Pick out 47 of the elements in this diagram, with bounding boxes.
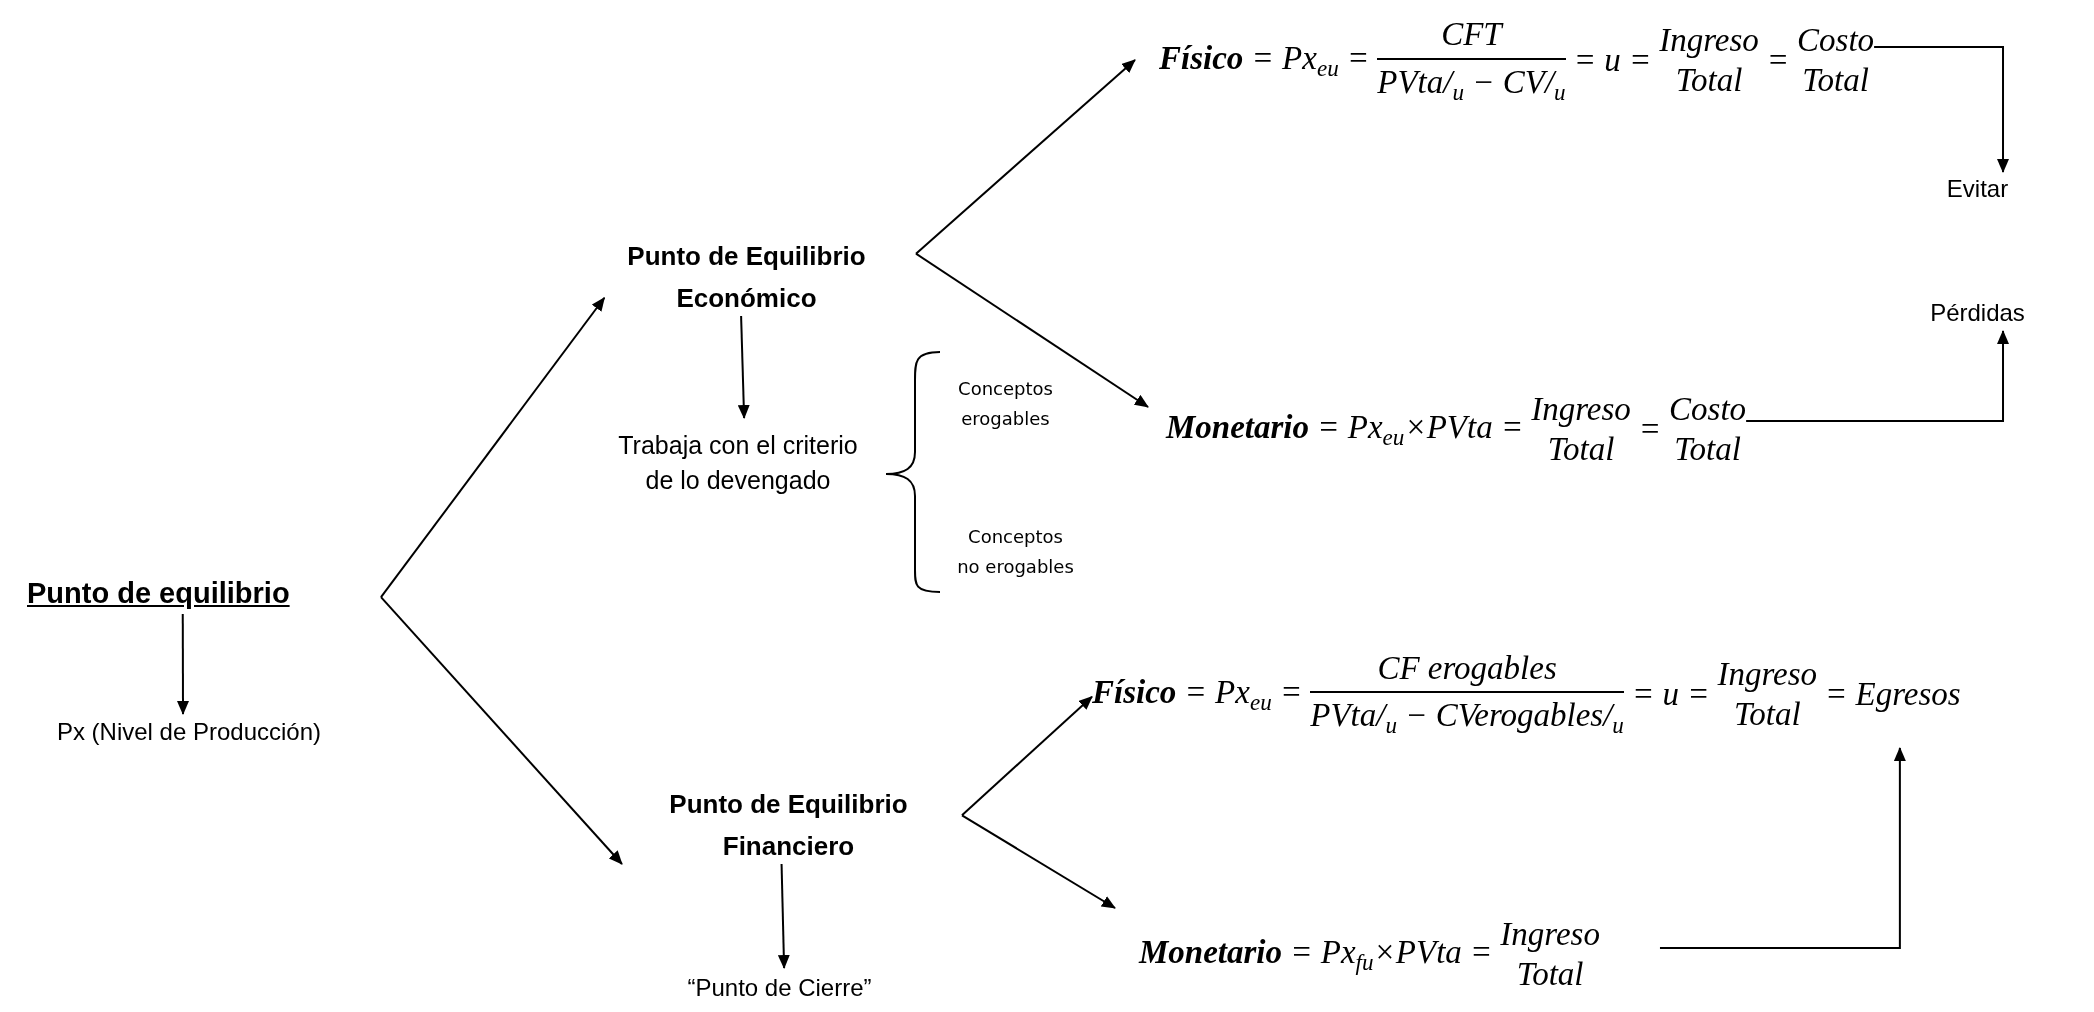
formula-text: Total: [1516, 955, 1584, 994]
label-text: Pérdidas: [1930, 298, 2025, 329]
formula-text: Total: [1547, 430, 1615, 469]
arrow: [915, 252, 1149, 408]
arrow: [777, 863, 790, 969]
label-text: Trabaja con el criterio de lo devengado: [617, 430, 859, 496]
formula-text: Total: [1733, 694, 1801, 734]
label-text: “Punto de Cierre”: [687, 972, 872, 1003]
formula-text: CF erogables: [1377, 648, 1557, 688]
formula-text: Costo: [1797, 21, 1875, 61]
arrow: [1745, 330, 2009, 422]
formula-text: Monetario = Px$_{eu}$×PVta =: [1166, 408, 1524, 452]
arrow: [737, 315, 750, 419]
formula-text: PVta/$_{u}$ − CVerogables/$_{u}$: [1310, 696, 1624, 741]
subheading-text: Punto de Equilibrio Financiero: [668, 788, 909, 863]
note-text: Conceptos no erogables: [956, 525, 1075, 579]
formula-text: CFT: [1441, 15, 1502, 55]
label-text: Evitar: [1946, 174, 2009, 204]
formula-text: = u =: [1573, 41, 1652, 81]
formula-text: Total: [1675, 61, 1743, 100]
formula-text: =: [1766, 41, 1790, 81]
arrow: [961, 695, 1093, 817]
formula-text: Ingreso: [1500, 915, 1600, 955]
formula-text: Total: [1674, 430, 1741, 469]
formula-text: Ingreso: [1717, 654, 1818, 694]
formula-text: = Egresos: [1825, 674, 1961, 714]
formula-text: Total: [1802, 61, 1869, 100]
formula-text: Físico = Px$_{eu}$ =: [1092, 672, 1303, 717]
formula-text: Ingreso: [1531, 390, 1631, 430]
formula-text: = u =: [1631, 674, 1710, 714]
subheading-text: Punto de Equilibrio Económico: [626, 240, 867, 315]
formula-text: PVta/$_{u}$ − CV/$_{u}$: [1377, 63, 1566, 107]
formula-text: =: [1638, 410, 1662, 450]
label-text: Px (Nivel de Producción): [56, 716, 322, 747]
arrow: [961, 814, 1116, 909]
formula-text: Monetario = Px$_{fu}$×PVta =: [1139, 933, 1493, 977]
arrow: [380, 596, 623, 865]
formula-text: Ingreso: [1659, 21, 1759, 61]
arrow: [915, 58, 1136, 255]
arrow: [1658, 747, 1906, 949]
arrow: [177, 613, 189, 715]
formula-text: Físico = Px$_{eu}$ =: [1159, 39, 1370, 83]
formula-text: Costo: [1669, 390, 1747, 430]
arrow: [380, 296, 606, 599]
heading-text: Punto de equilibrio: [27, 576, 290, 610]
arrow: [1873, 45, 2009, 173]
note-text: Conceptos erogables: [957, 377, 1054, 431]
